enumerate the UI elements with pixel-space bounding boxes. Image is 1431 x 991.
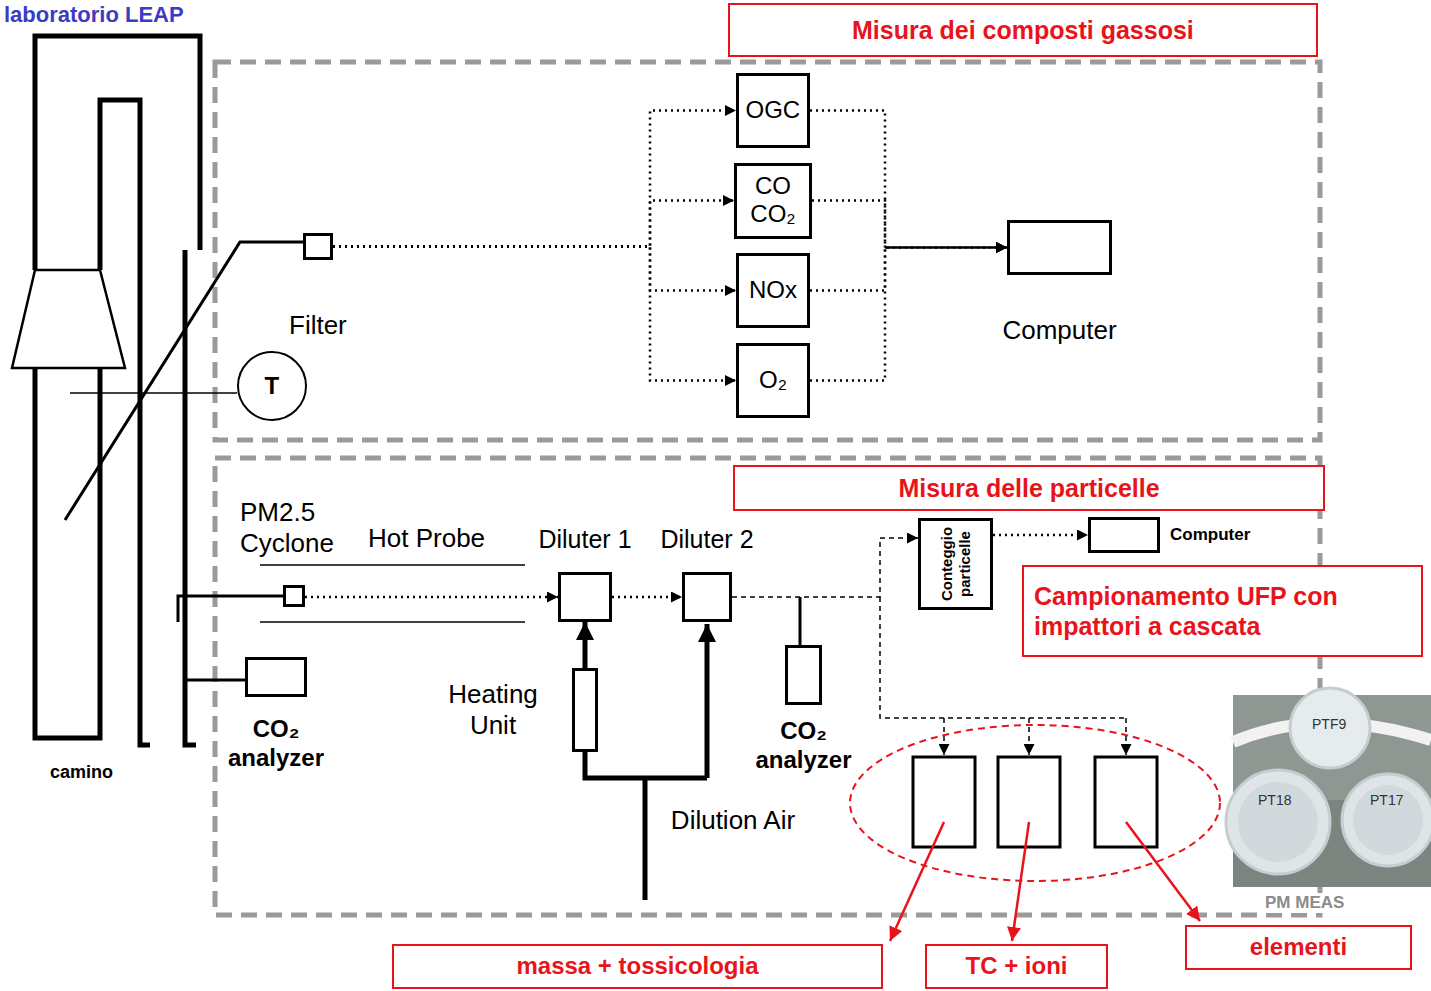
analyzer-box: NOx xyxy=(736,253,810,328)
callout-box: elementi xyxy=(1185,925,1412,970)
section-title: Misura delle particelle xyxy=(733,465,1325,511)
node-text: CO CO₂ xyxy=(743,172,803,230)
impactor-group xyxy=(850,725,1220,881)
node-text: CO₂ analyzer xyxy=(739,717,869,775)
filter-box: Filter xyxy=(303,233,333,260)
diluter-box: Diluter 1 xyxy=(558,572,612,622)
node-text: Misura dei composti gassosi xyxy=(852,15,1194,45)
node-text: massa + tossicologia xyxy=(516,952,758,981)
node-text: elementi xyxy=(1250,933,1347,962)
node-text: Campionamento UFP con impattori a cascat… xyxy=(1034,581,1409,641)
part-label: Hot Probe xyxy=(368,523,485,554)
connector-arrow xyxy=(333,247,736,381)
sampling-line xyxy=(65,242,800,680)
node-text: TC + ioni xyxy=(966,952,1068,981)
filter-photo xyxy=(1226,688,1431,887)
callout-box: TC + ioni xyxy=(925,944,1108,989)
chimney-illustration xyxy=(12,36,200,745)
analyzer-box: OGC xyxy=(736,73,810,148)
connector-arrow xyxy=(612,596,682,599)
connector-arrow xyxy=(810,248,1007,291)
connector-arrow xyxy=(305,596,558,599)
analyzer-box: O₂ xyxy=(736,343,810,418)
part-label: camino xyxy=(50,762,113,784)
heating-unit: Heating Unit xyxy=(572,668,598,752)
node-text: Computer xyxy=(1002,315,1116,346)
dilution-air-line xyxy=(585,624,707,900)
node-text: Heating Unit xyxy=(428,679,558,741)
connector-arrow xyxy=(732,538,918,597)
computer-box: Computer xyxy=(1007,220,1112,275)
photo-label: PT17 xyxy=(1370,792,1403,809)
watermark: PM MEAS xyxy=(1262,893,1347,913)
co2-analyzer: CO₂ analyzer xyxy=(785,645,822,705)
computer-box: Computer xyxy=(1088,517,1160,553)
cyclone-box: PM2.5 Cyclone xyxy=(283,585,305,607)
connector-arrow xyxy=(993,534,1088,537)
part-label: Dilution Air xyxy=(668,805,798,836)
node-text: Diluter 2 xyxy=(660,524,753,554)
node-text: O₂ xyxy=(759,366,787,395)
callout-box: Campionamento UFP con impattori a cascat… xyxy=(1022,565,1423,657)
connector-arrow xyxy=(810,111,1007,248)
node-text: Diluter 1 xyxy=(538,524,631,554)
node-text: Conteggio particelle xyxy=(938,522,974,606)
photo-label: PTF9 xyxy=(1312,716,1346,733)
co2-analyzer: CO₂ analyzer xyxy=(245,657,307,697)
callout-arrow xyxy=(890,822,1200,941)
node-text: Computer xyxy=(1170,525,1250,545)
node-text: T xyxy=(265,372,280,401)
node-text: PM2.5 Cyclone xyxy=(240,497,350,559)
node-text: OGC xyxy=(746,96,801,125)
diluter-box: Diluter 2 xyxy=(682,572,732,622)
analyzer-box: CO CO₂ xyxy=(734,163,812,239)
temperature-sensor: T xyxy=(237,351,307,421)
connector-arrow xyxy=(812,201,1007,248)
photo-label: PT18 xyxy=(1258,792,1291,809)
particle-counter: Conteggio particelle xyxy=(918,518,993,610)
node-text: Misura delle particelle xyxy=(898,473,1159,503)
connector-arrow xyxy=(333,201,734,247)
node-text: CO₂ analyzer xyxy=(206,715,346,773)
connector-layer xyxy=(305,111,1088,669)
connector-arrow xyxy=(333,111,736,247)
section-title: Misura dei composti gassosi xyxy=(728,3,1318,57)
connector-arrow xyxy=(583,622,588,668)
connector-arrow xyxy=(333,247,736,291)
node-text: Filter xyxy=(289,310,347,341)
page-title: laboratorio LEAP xyxy=(4,2,184,28)
connector-arrow xyxy=(810,248,1007,381)
node-text: NOx xyxy=(749,276,797,305)
impactor-box xyxy=(913,757,1157,847)
callout-box: massa + tossicologia xyxy=(392,944,883,989)
